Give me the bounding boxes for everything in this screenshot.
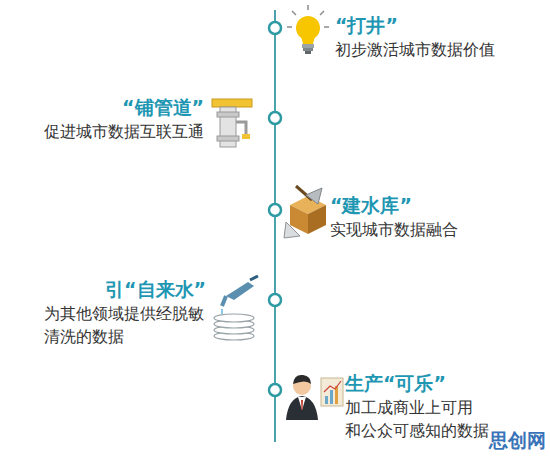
stage-title: “打井” [335,12,398,38]
stage-description: 初步激活城市数据价值 [335,38,495,61]
timeline-stage: 生产“可乐”加工成商业上可用 和公众可感知的数据 [345,370,491,442]
businessman-icon [286,375,343,420]
timeline-stage: “建水库”实现城市数据融合 [330,192,458,241]
timeline-dots [269,22,281,396]
stage-description: 实现城市数据融合 [330,218,458,241]
reservoir-icon [284,186,326,238]
faucet-icon [214,276,258,340]
timeline-stage: “打井”初步激活城市数据价值 [335,12,495,61]
timeline-stage: 引“自来水”为其他领域提供经脱敏 清洗的数据 [44,276,206,348]
lightbulb-icon [287,5,329,54]
stage-description: 促进城市数据互联互通 [44,120,204,143]
watermark: 思创网 [489,428,546,454]
stage-description: 加工成商业上可用 和公众可感知的数据 [345,396,491,442]
stage-title: “铺管道” [122,94,204,120]
timeline-line [274,10,276,442]
stage-title: 引“自来水” [105,276,206,302]
stage-description: 为其他领域提供经脱敏 清洗的数据 [44,302,206,348]
timeline-stage: “铺管道”促进城市数据互联互通 [44,94,204,143]
stage-title: “建水库” [330,192,412,218]
pipe-icon [212,99,252,147]
stage-title: 生产“可乐” [345,370,446,396]
